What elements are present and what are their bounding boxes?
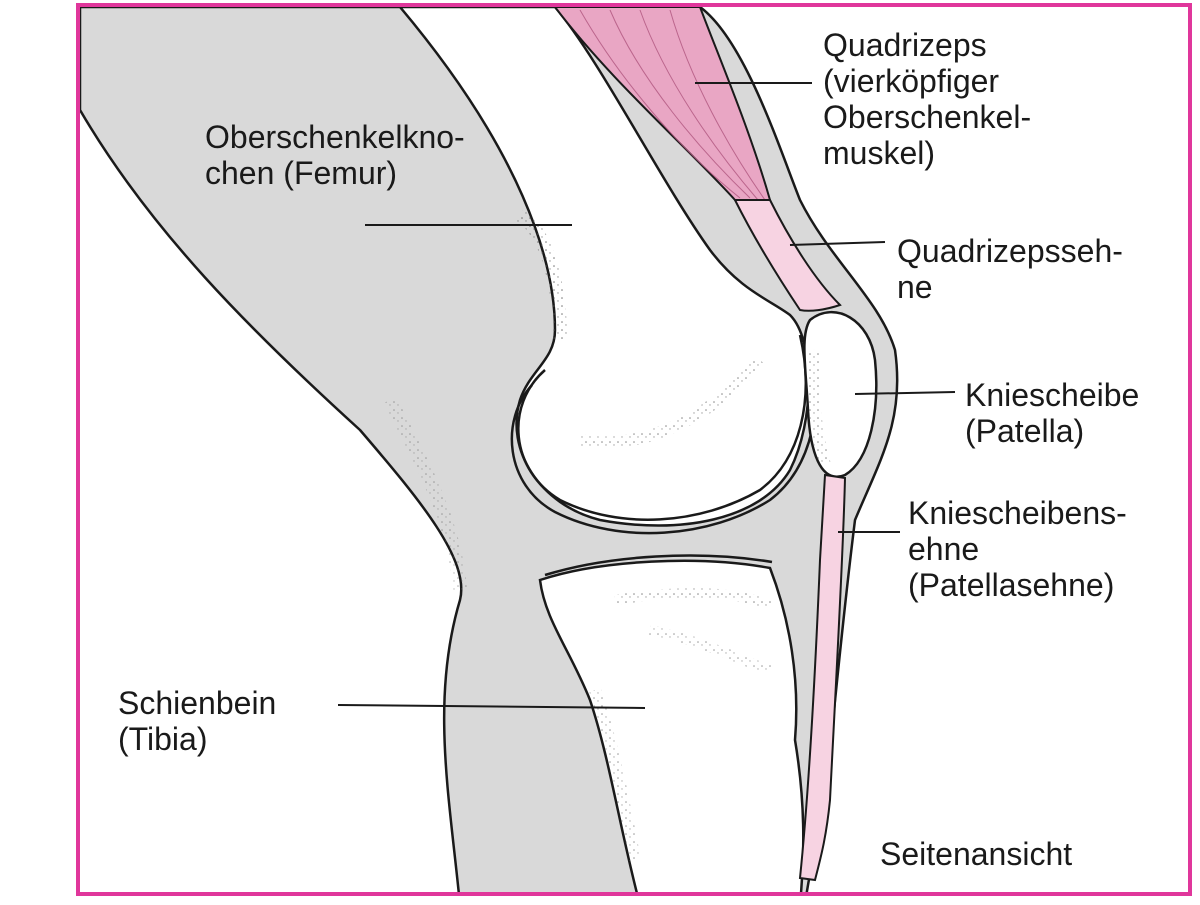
quadriceps-tendon-leader xyxy=(789,241,886,246)
quadriceps-tendon-label: Quadrizepsseh- ne xyxy=(897,233,1123,305)
tibia-leader xyxy=(337,704,646,709)
view-label: Seitenansicht xyxy=(880,836,1073,872)
patella-label: Kniescheibe (Patella) xyxy=(965,377,1140,449)
tibia-bone xyxy=(538,559,805,892)
quadriceps-label: Quadrizeps (vierköpfiger Oberschenkel- m… xyxy=(823,27,1032,171)
tibia-label: Schienbein (Tibia) xyxy=(118,685,277,757)
patella-leader xyxy=(854,391,956,395)
femur-cartilage xyxy=(517,334,807,521)
patellar-tendon-label: Kniescheibens- ehne (Patellasehne) xyxy=(908,495,1127,603)
patellar-tendon xyxy=(798,473,847,882)
femur-label: Oberschenkelkno- chen (Femur) xyxy=(205,119,465,191)
